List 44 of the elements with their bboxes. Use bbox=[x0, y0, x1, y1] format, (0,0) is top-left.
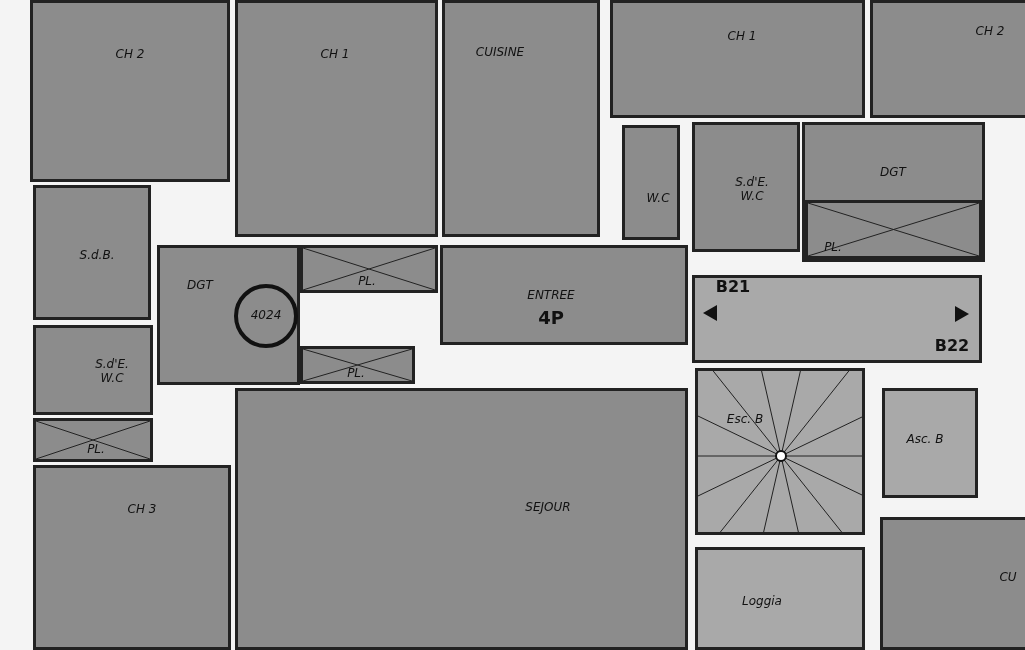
room-label: CH 2 bbox=[115, 48, 145, 62]
room-label: CH 3 bbox=[127, 503, 157, 517]
room-area bbox=[880, 517, 1025, 650]
room-label: W.C bbox=[646, 192, 670, 206]
room-label: Loggia bbox=[742, 595, 782, 609]
room-label: S.d'E. W.C bbox=[94, 358, 130, 386]
room-area bbox=[33, 465, 231, 650]
room-code: B22 bbox=[934, 336, 970, 356]
room-label: CU bbox=[999, 571, 1017, 585]
room-area bbox=[692, 122, 800, 252]
room-area bbox=[33, 185, 151, 320]
room-label: PL. bbox=[87, 443, 105, 457]
room-area bbox=[622, 125, 680, 240]
room-label: DGT bbox=[880, 166, 906, 180]
room-area bbox=[610, 0, 865, 118]
room-label: CH 1 bbox=[727, 30, 757, 44]
room-label: S.d.B. bbox=[79, 249, 115, 263]
room-area bbox=[692, 275, 982, 363]
room-area bbox=[235, 388, 688, 650]
room-label: Asc. B bbox=[905, 433, 945, 447]
room-area bbox=[442, 0, 600, 237]
room-area bbox=[870, 0, 1025, 118]
room-label: PL. bbox=[358, 275, 376, 289]
room-code: 4P bbox=[538, 307, 564, 329]
room-label: S.d'E. W.C bbox=[734, 176, 770, 204]
room-label: Esc. B bbox=[725, 413, 765, 427]
room-area bbox=[882, 388, 978, 498]
room-area bbox=[802, 122, 985, 262]
room-area bbox=[33, 325, 153, 415]
room-area bbox=[235, 0, 438, 237]
room-area bbox=[440, 245, 688, 345]
room-label: DGT bbox=[187, 279, 213, 293]
room-label: SEJOUR bbox=[525, 501, 571, 515]
room-area bbox=[695, 547, 865, 650]
unit-number: 4024 bbox=[250, 309, 282, 323]
room-code: B21 bbox=[715, 277, 751, 297]
room-label: CH 1 bbox=[320, 48, 350, 62]
room-label: ENTREE bbox=[527, 289, 575, 303]
room-label: PL. bbox=[347, 367, 365, 381]
room-label: CUISINE bbox=[475, 46, 525, 60]
room-area bbox=[157, 245, 300, 385]
unit-number-circle bbox=[234, 284, 298, 348]
room-area bbox=[30, 0, 230, 182]
room-label: CH 2 bbox=[975, 25, 1005, 39]
